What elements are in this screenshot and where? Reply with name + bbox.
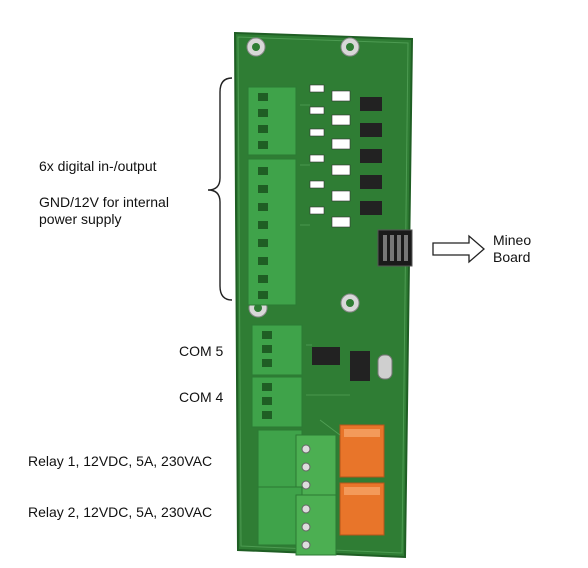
relay2-label: Relay 2, 12VDC, 5A, 230VAC [28,504,213,520]
relay1-label: Relay 1, 12VDC, 5A, 230VAC [28,453,213,469]
terminal-block-io-bottom [247,158,297,306]
relay2 [339,482,385,536]
mineo-board-label-line2: Board [493,249,531,265]
ics [360,97,382,215]
mineo-header-connector [377,229,413,267]
power-supply-label-line1: GND/12V for internal [39,194,169,210]
relay1-plug [257,429,337,496]
power-supply-label-line2: power supply [39,211,122,227]
digital-io-label: 6x digital in-/output [39,158,157,174]
uart-ic-2 [350,351,370,381]
pcb-drawing [233,31,414,559]
digital-io-brace [207,77,233,301]
com4-label: COM 4 [179,389,224,405]
terminal-block-io-top [247,86,297,156]
com5-label: COM 5 [179,343,224,359]
crystal [377,354,393,380]
smd-components [309,84,351,228]
relay1 [339,424,385,478]
terminal-block-com4 [251,376,303,428]
uart-ic [312,347,340,365]
mineo-board-label-line1: Mineo [493,232,532,248]
terminal-block-com5 [251,324,303,376]
mineo-arrow [432,234,485,264]
relay2-plug [257,486,337,556]
pcb-board [200,25,440,565]
